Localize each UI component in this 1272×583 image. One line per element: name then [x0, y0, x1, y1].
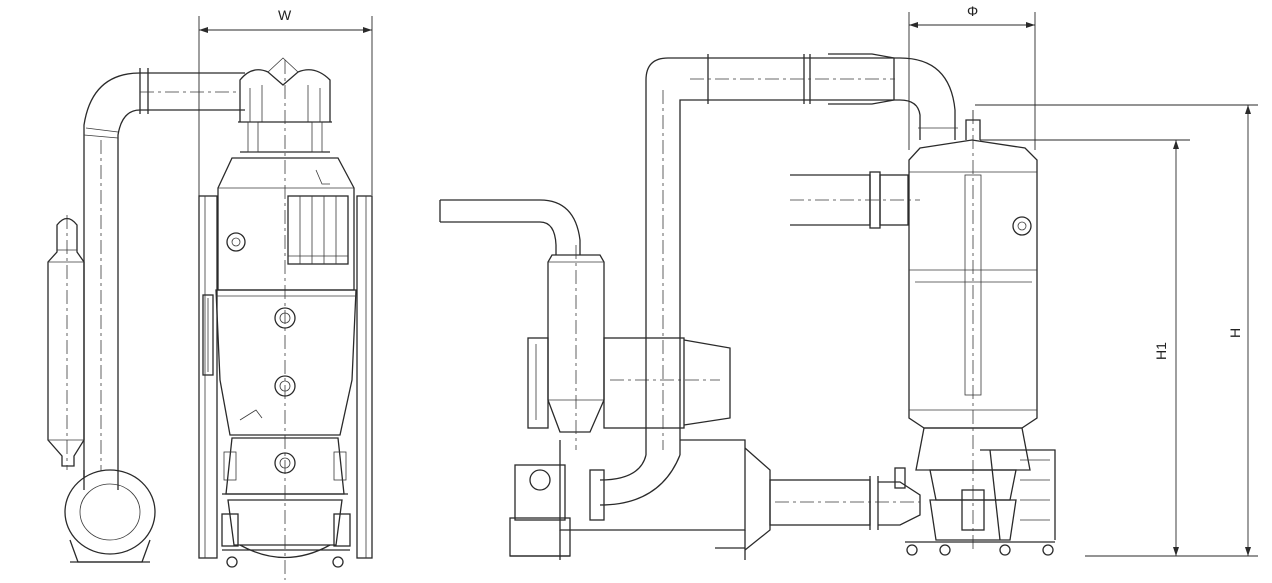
- silencer: [47, 215, 85, 470]
- lower-duct: [744, 447, 921, 551]
- front-view: W: [47, 7, 373, 580]
- pre-filter-tower: [547, 245, 605, 450]
- dimension-h: H: [975, 104, 1258, 557]
- dimension-label-w: W: [278, 7, 292, 23]
- upper-chamber: [217, 157, 355, 291]
- dimension-h1: H1: [980, 139, 1190, 556]
- support-frame: [198, 195, 373, 559]
- side-view: Φ H1 H: [439, 3, 1258, 560]
- dimension-label-h1: H1: [1153, 342, 1169, 360]
- side-inlet: [790, 171, 920, 229]
- dimension-label-phi: Φ: [967, 3, 978, 19]
- filter-domes: [238, 57, 332, 580]
- inlet-duct: [439, 199, 581, 255]
- middle-chamber: [215, 289, 357, 436]
- dimension-label-h: H: [1227, 328, 1243, 338]
- exhaust-duct: [83, 68, 245, 520]
- sight-glass: [202, 294, 214, 376]
- heater-box: [527, 337, 731, 429]
- dimension-w: W: [198, 7, 373, 210]
- lower-bowl: [222, 437, 348, 495]
- fan-housing: [64, 469, 156, 563]
- main-duct: [645, 53, 958, 455]
- tower-cart: [894, 449, 1056, 556]
- dimension-phi: Φ: [908, 3, 1036, 150]
- product-cart: [221, 499, 351, 568]
- tower-chamber: [908, 110, 1038, 550]
- blower-unit: [509, 439, 746, 560]
